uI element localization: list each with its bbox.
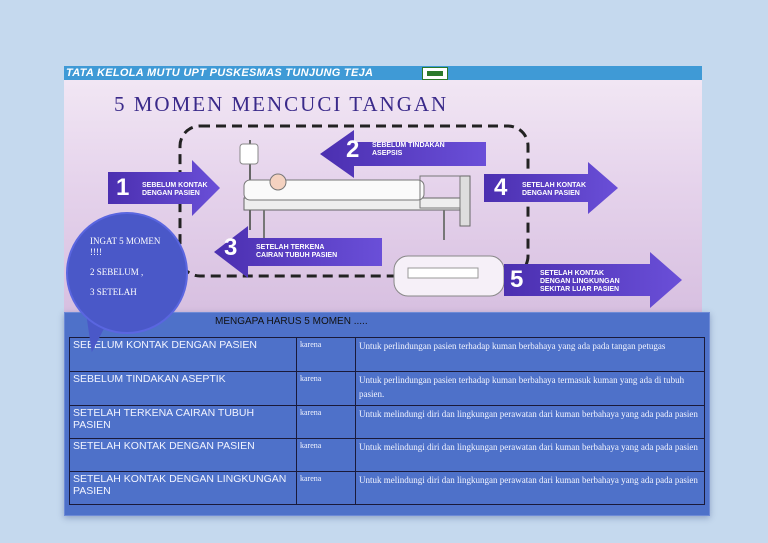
connector-cell: karena <box>296 405 356 439</box>
moment-2-arrow <box>320 130 486 178</box>
reminder-line-2: 2 SEBELUM , <box>90 267 144 277</box>
reason-cell: Untuk perlindungan pasien terhadap kuman… <box>355 337 705 372</box>
table-row: SETELAH KONTAK DENGAN LINGKUNGAN PASIEN … <box>69 471 705 505</box>
patient-zone-outline <box>178 124 530 278</box>
moment-cell: SETELAH KONTAK DENGAN LINGKUNGAN PASIEN <box>69 471 297 505</box>
patient-care-illustration <box>108 124 682 308</box>
reminder-line-1: INGAT 5 MOMEN !!!! <box>90 236 161 257</box>
reason-cell: Untuk melindungi diri dan lingkungan per… <box>355 471 705 505</box>
moment-5-label: SETELAH KONTAK DENGAN LINGKUNGAN SEKITAR… <box>540 270 620 293</box>
moment-5-arrow <box>504 252 682 308</box>
moment-4-label: SETELAH KONTAK DENGAN PASIEN <box>522 182 587 197</box>
moment-1-arrow <box>108 160 220 216</box>
flag-icon <box>422 67 448 80</box>
header-title: TATA KELOLA MUTU UPT PUSKESMAS TUNJUNG T… <box>66 67 374 79</box>
connector-cell: karena <box>296 337 356 372</box>
reason-cell: Untuk melindungi diri dan lingkungan per… <box>355 405 705 439</box>
moment-4-number: 4 <box>494 174 508 201</box>
moment-1-label: SEBELUM KONTAK DENGAN PASIEN <box>142 182 208 197</box>
moment-4-arrow <box>484 162 618 214</box>
header-bar: TATA KELOLA MUTU UPT PUSKESMAS TUNJUNG T… <box>64 66 702 80</box>
moment-2-number: 2 <box>346 136 360 163</box>
moment-3-arrow <box>214 226 382 278</box>
moment-3-label: SETELAH TERKENA CAIRAN TUBUH PASIEN <box>256 244 338 259</box>
table-row: SETELAH KONTAK DENGAN PASIEN karena Untu… <box>69 438 705 472</box>
connector-cell: karena <box>296 438 356 472</box>
moment-cell: SEBELUM TINDAKAN ASEPTIK <box>69 371 297 406</box>
reasons-table: SEBELUM KONTAK DENGAN PASIEN karena Untu… <box>69 337 705 505</box>
reasons-title: MENGAPA HARUS 5 MOMEN ..... <box>215 316 368 327</box>
table-row: SEBELUM TINDAKAN ASEPTIK karena Untuk pe… <box>69 371 705 406</box>
table-row: SEBELUM KONTAK DENGAN PASIEN karena Untu… <box>69 337 705 372</box>
moment-cell: SEBELUM KONTAK DENGAN PASIEN <box>69 337 297 372</box>
moment-5-number: 5 <box>510 266 524 293</box>
moment-cell: SETELAH KONTAK DENGAN PASIEN <box>69 438 297 472</box>
reasons-panel: MENGAPA HARUS 5 MOMEN ..... SEBELUM KONT… <box>64 312 710 516</box>
moment-2-label: SEBELUM TINDAKAN ASEPSIS <box>372 142 445 157</box>
poster-headline: 5 MOMEN MENCUCI TANGAN <box>114 92 449 116</box>
reminder-speech-bubble: INGAT 5 MOMEN !!!! 2 SEBELUM , 3 SETELAH <box>66 212 188 334</box>
moment-cell: SETELAH TERKENA CAIRAN TUBUH PASIEN <box>69 405 297 439</box>
reminder-line-3: 3 SETELAH <box>90 287 137 297</box>
reason-cell: Untuk melindungi diri dan lingkungan per… <box>355 438 705 472</box>
moment-3-number: 3 <box>224 234 238 261</box>
table-row: SETELAH TERKENA CAIRAN TUBUH PASIEN kare… <box>69 405 705 439</box>
reason-cell: Untuk perlindungan pasien terhadap kuman… <box>355 371 705 406</box>
connector-cell: karena <box>296 471 356 505</box>
connector-cell: karena <box>296 371 356 406</box>
moment-1-number: 1 <box>116 174 130 201</box>
